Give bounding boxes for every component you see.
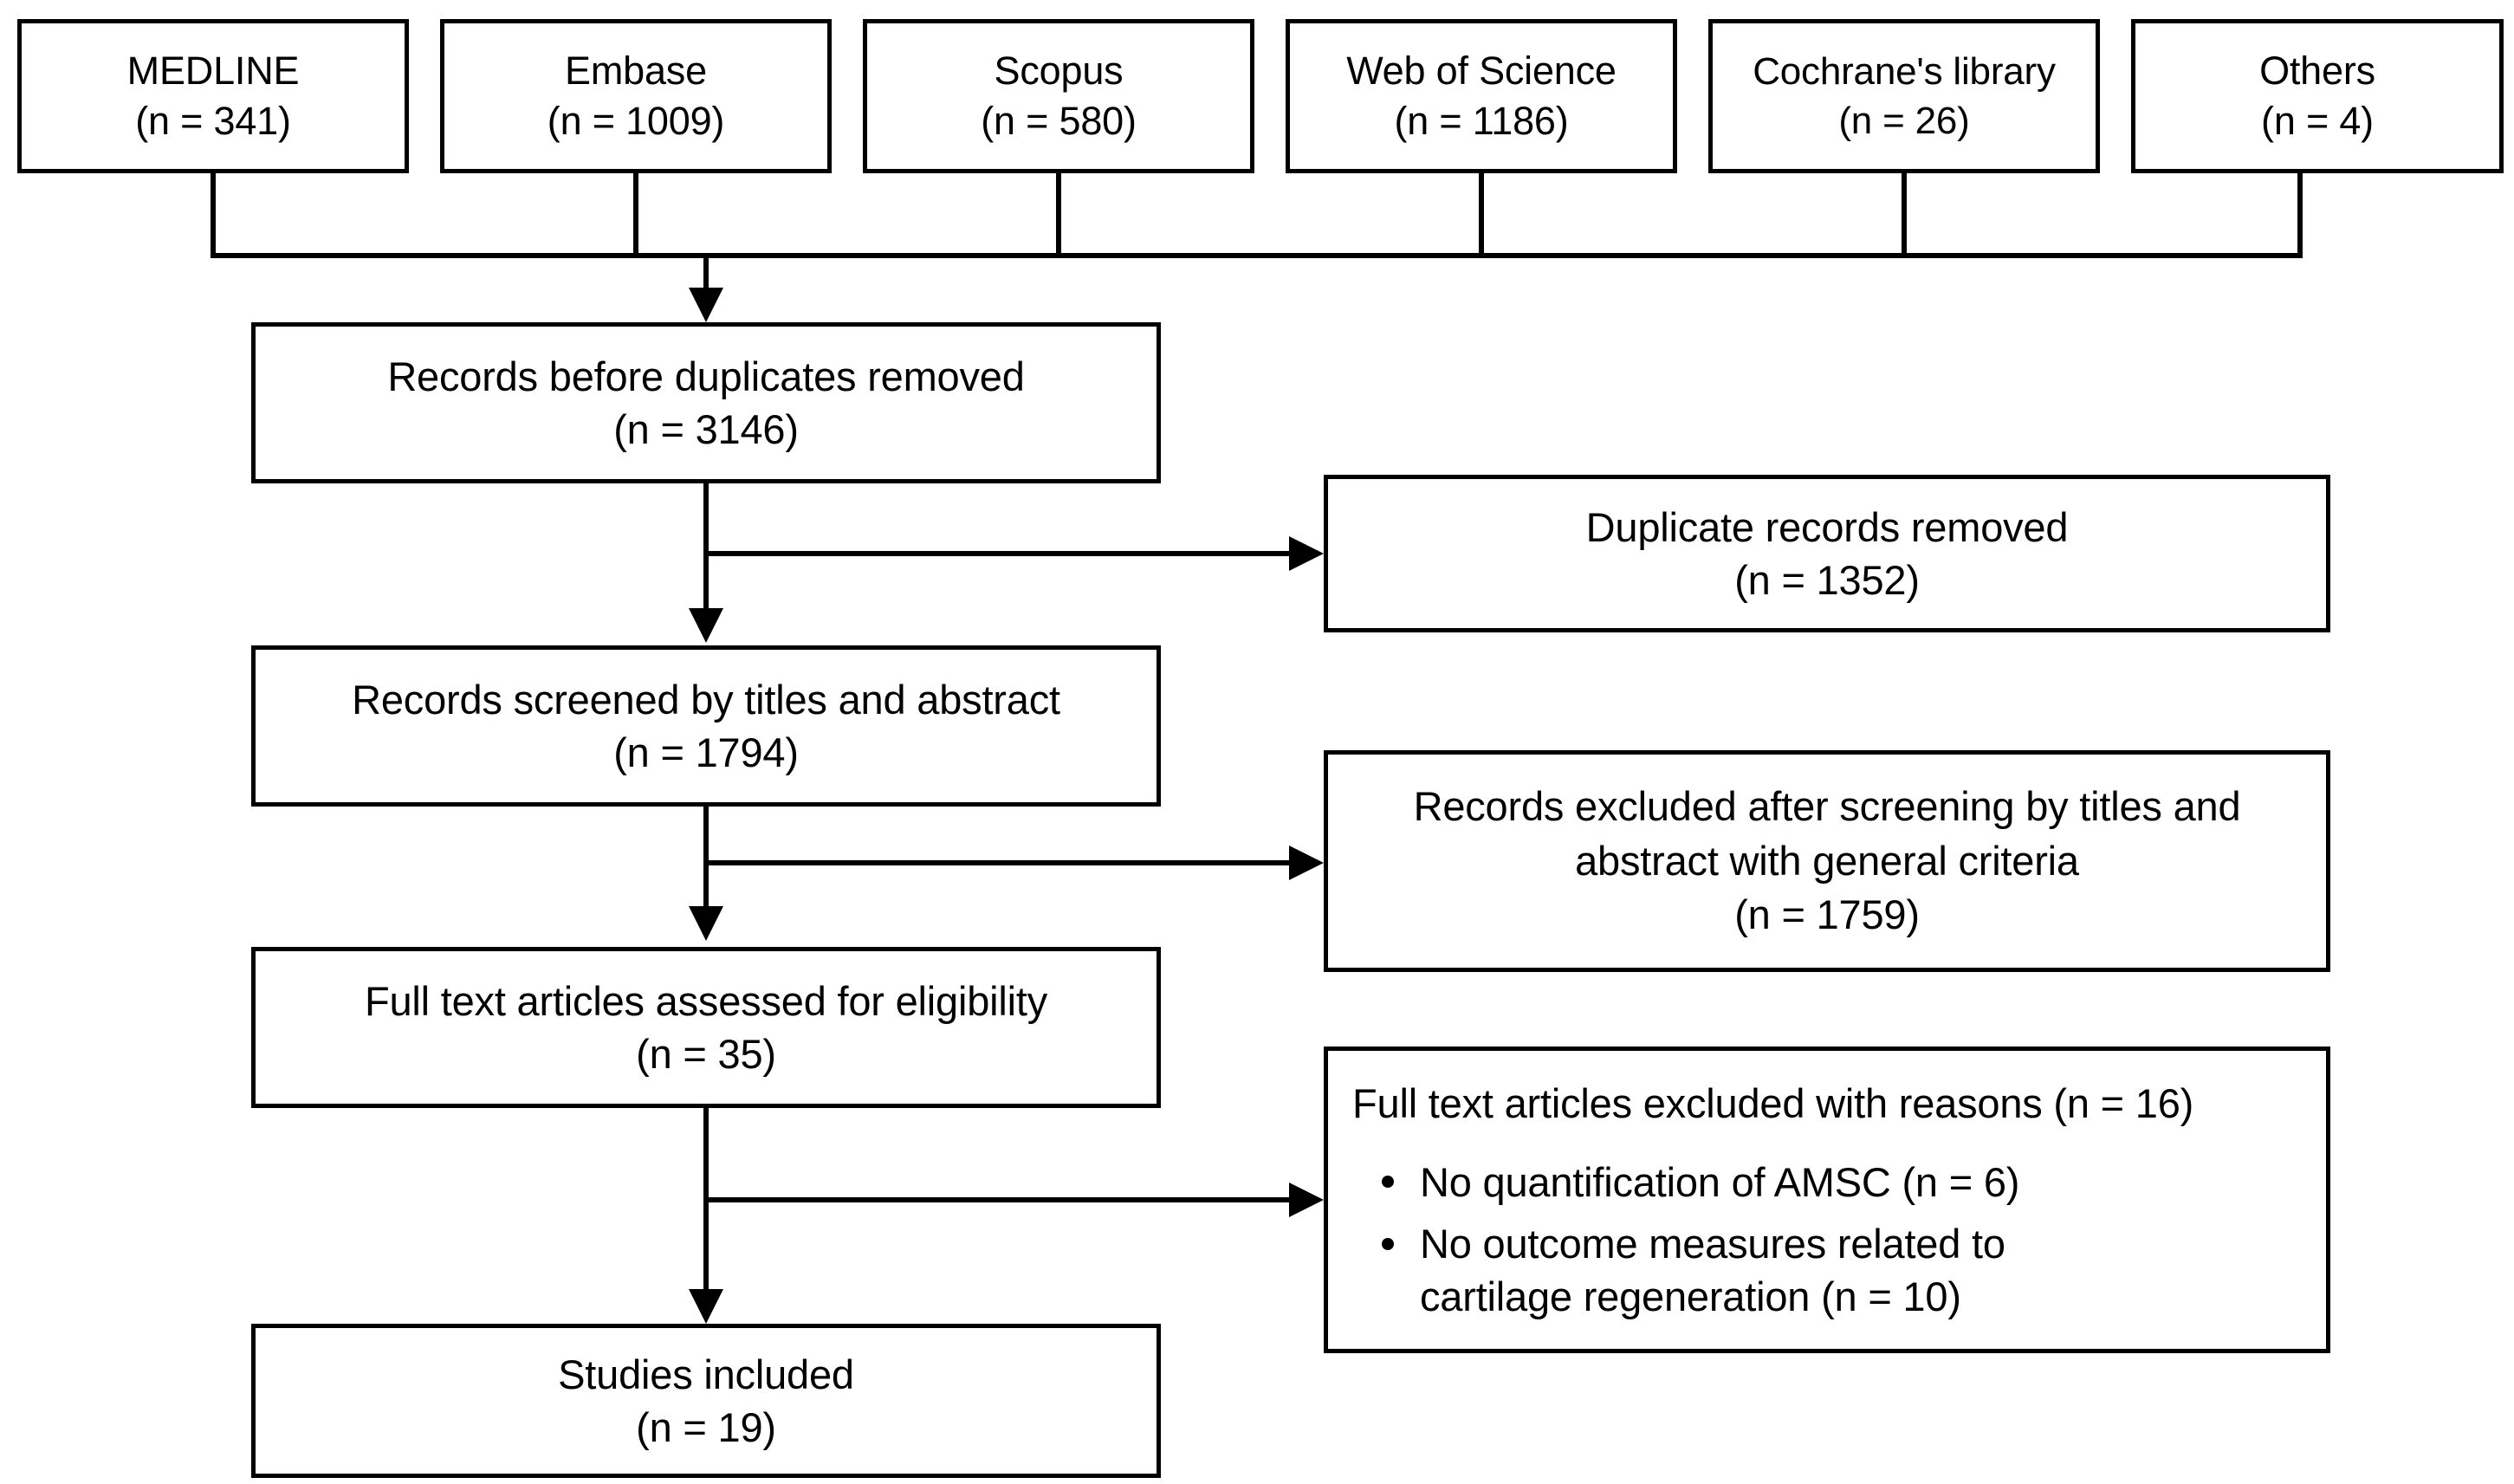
bullet-icon	[1382, 1176, 1394, 1189]
connector-stub-others	[2297, 173, 2303, 258]
exclusion-header: Full text articles excluded with reasons…	[1352, 1079, 2194, 1126]
connector-bus-to-records	[703, 253, 709, 293]
source-name: Web of Science	[1346, 48, 1617, 93]
source-name: Others	[2259, 48, 2375, 93]
flow-box-fulltext-assessed: Full text articles assessed for eligibil…	[251, 947, 1161, 1108]
arrowhead-screened-to-fulltext	[689, 906, 723, 941]
arrowhead-fulltext-to-included	[689, 1289, 723, 1324]
connector-stub-medline	[211, 173, 216, 258]
flow-count: (n = 35)	[636, 1031, 776, 1077]
exclusion-line: Records excluded after screening by titl…	[1413, 783, 2241, 830]
flow-box-studies-included: Studies included (n = 19)	[251, 1324, 1161, 1478]
arrowhead-records-to-screened	[689, 608, 723, 643]
flow-label: Studies included	[558, 1351, 854, 1397]
connector-records-to-screened	[703, 483, 709, 613]
source-name: Embase	[565, 48, 707, 93]
list-item: No outcome measures related to cartilage…	[1382, 1217, 2302, 1323]
connector-screened-to-fulltext	[703, 807, 709, 909]
arrowhead-branch-duplicates-removed	[1289, 536, 1324, 571]
connector-branch-duplicates-removed	[703, 551, 1289, 556]
flow-count: (n = 3146)	[613, 406, 799, 452]
flow-count: (n = 19)	[636, 1404, 776, 1450]
source-name: Scopus	[994, 48, 1124, 93]
source-count: (n = 341)	[135, 99, 291, 143]
flow-label: Records before duplicates removed	[387, 353, 1025, 399]
flow-label: Records screened by titles and abstract	[352, 676, 1060, 723]
connector-branch-records-excluded	[703, 860, 1289, 865]
exclusion-count: (n = 1352)	[1734, 557, 1920, 603]
list-item: No quantification of AMSC (n = 6)	[1382, 1156, 2302, 1209]
connector-stub-web-of-science	[1479, 173, 1484, 258]
source-box-cochranes-library: Cochrane's library (n = 26)	[1708, 19, 2100, 173]
reason-line: No quantification of AMSC (n = 6)	[1420, 1158, 2020, 1205]
reason-line: No outcome measures related to	[1420, 1221, 2005, 1267]
exclusion-box-duplicate-records-removed: Duplicate records removed (n = 1352)	[1324, 475, 2330, 632]
source-name: Cochrane's library	[1753, 49, 2056, 93]
flow-box-records-screened: Records screened by titles and abstract …	[251, 645, 1161, 807]
bullet-icon	[1382, 1237, 1394, 1250]
exclusion-box-records-excluded-screening: Records excluded after screening by titl…	[1324, 750, 2330, 972]
arrowhead-branch-fulltext-excluded	[1289, 1183, 1324, 1217]
source-count: (n = 1186)	[1394, 99, 1569, 143]
exclusion-reason-list: No quantification of AMSC (n = 6) No out…	[1352, 1156, 2302, 1323]
connector-bus-sources	[211, 253, 2303, 258]
flow-count: (n = 1794)	[613, 729, 799, 775]
flow-label: Full text articles assessed for eligibil…	[364, 977, 1048, 1024]
exclusion-box-fulltext-excluded-reasons: Full text articles excluded with reasons…	[1324, 1047, 2330, 1353]
source-count: (n = 26)	[1838, 100, 1970, 142]
source-count: (n = 580)	[981, 99, 1137, 143]
source-box-embase: Embase (n = 1009)	[440, 19, 832, 173]
connector-stub-embase	[633, 173, 638, 258]
arrowhead-bus-to-records	[689, 288, 723, 322]
reason-line: cartilage regeneration (n = 10)	[1420, 1273, 1961, 1320]
arrowhead-branch-records-excluded	[1289, 846, 1324, 880]
exclusion-count: (n = 1759)	[1734, 891, 1920, 938]
connector-stub-scopus	[1056, 173, 1061, 258]
source-box-medline: MEDLINE (n = 341)	[17, 19, 409, 173]
connector-branch-fulltext-excluded	[703, 1197, 1289, 1202]
connector-stub-cochranes-library	[1902, 173, 1907, 258]
source-box-others: Others (n = 4)	[2131, 19, 2504, 173]
source-count: (n = 4)	[2261, 99, 2374, 143]
source-count: (n = 1009)	[547, 99, 725, 143]
flow-box-records-before-duplicates: Records before duplicates removed (n = 3…	[251, 322, 1161, 483]
source-box-web-of-science: Web of Science (n = 1186)	[1286, 19, 1677, 173]
source-name: MEDLINE	[126, 48, 300, 93]
source-box-scopus: Scopus (n = 580)	[863, 19, 1254, 173]
exclusion-line: abstract with general criteria	[1575, 837, 2079, 884]
exclusion-line: Duplicate records removed	[1585, 503, 2069, 550]
